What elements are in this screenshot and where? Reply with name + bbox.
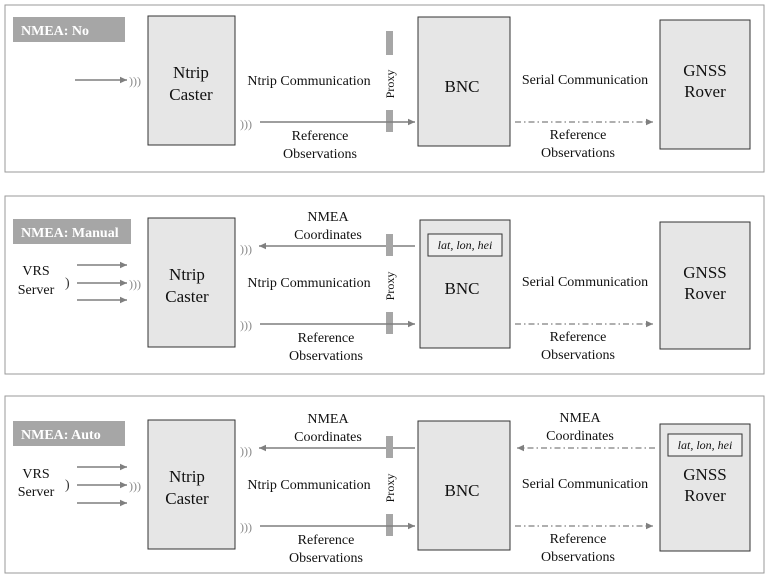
mode-tag [13, 17, 125, 42]
vrs-bracket: ) [65, 478, 70, 493]
proxy-label: Proxy [383, 70, 397, 99]
serial-communication-label: Serial Communication [522, 477, 648, 492]
reference-observations-label-1: Reference [298, 533, 355, 548]
proxy-bar [386, 436, 393, 458]
wireless-icon: ))) [240, 520, 252, 534]
caster-label-1: Ntrip [173, 63, 209, 82]
panel-nmea-no: NMEA: No ))) Ntrip Caster ))) Ntrip Comm… [4, 4, 765, 173]
caster-label-2: Caster [165, 489, 209, 508]
nmea-label-1: NMEA [307, 412, 349, 427]
bnc-coordinates-label: lat, lon, hei [438, 238, 493, 252]
proxy-bar [386, 110, 393, 132]
panel-frame [4, 4, 765, 173]
wireless-icon: ))) [129, 74, 141, 88]
rover-label-1: GNSS [683, 61, 726, 80]
reference-observations-label-1: Reference [298, 331, 355, 346]
vrs-label-1: VRS [22, 467, 49, 482]
mode-tag-label: NMEA: Auto [21, 428, 101, 443]
reference-observations-label-1: Reference [550, 330, 607, 345]
mode-tag [13, 421, 125, 446]
proxy-bar [386, 31, 393, 55]
reference-observations-label-2: Observations [541, 550, 615, 565]
bnc-label: BNC [445, 481, 480, 500]
panel-frame [4, 195, 765, 375]
reference-observations-label-1: Reference [550, 532, 607, 547]
panel-nmea-manual: NMEA: Manual VRS Server ) ))) Ntrip Cast… [4, 195, 765, 375]
nmea-label-2: Coordinates [546, 429, 614, 444]
ntrip-communication-label: Ntrip Communication [247, 74, 370, 89]
rover-label-2: Rover [684, 486, 726, 505]
vrs-label-2: Server [18, 485, 55, 500]
panel-frame [4, 395, 765, 574]
caster-box [147, 419, 236, 550]
ntrip-communication-label: Ntrip Communication [247, 276, 370, 291]
nmea-label-1: NMEA [307, 210, 349, 225]
proxy-bar [386, 234, 393, 256]
reference-observations-label-1: Reference [550, 128, 607, 143]
proxy-label: Proxy [383, 272, 397, 301]
caster-label-1: Ntrip [169, 467, 205, 486]
proxy-label: Proxy [383, 474, 397, 503]
reference-observations-label-2: Observations [541, 146, 615, 161]
rover-label-1: GNSS [683, 263, 726, 282]
rover-label-1: GNSS [683, 465, 726, 484]
proxy-bar [386, 514, 393, 536]
wireless-icon: ))) [129, 277, 141, 291]
caster-box [147, 217, 236, 348]
serial-communication-label: Serial Communication [522, 275, 648, 290]
vrs-label-2: Server [18, 283, 55, 298]
mode-tag [13, 219, 131, 244]
wireless-icon: ))) [240, 444, 252, 458]
bnc-box [417, 16, 511, 147]
rover-label-2: Rover [684, 284, 726, 303]
nmea-label-2: Coordinates [294, 228, 362, 243]
ntrip-communication-label: Ntrip Communication [247, 478, 370, 493]
wireless-icon: ))) [129, 479, 141, 493]
rover-coordinates-box [667, 433, 743, 457]
bnc-coordinates-box [427, 233, 503, 257]
wireless-icon: ))) [240, 318, 252, 332]
wireless-icon: ))) [240, 117, 252, 131]
rover-box [659, 221, 751, 350]
bnc-box [417, 420, 511, 551]
mode-tag-label: NMEA: Manual [21, 226, 119, 241]
serial-communication-label: Serial Communication [522, 73, 648, 88]
reference-observations-label-2: Observations [283, 147, 357, 162]
vrs-label-1: VRS [22, 264, 49, 279]
reference-observations-label-1: Reference [292, 129, 349, 144]
bnc-label: BNC [445, 279, 480, 298]
nmea-label-2: Coordinates [294, 430, 362, 445]
bnc-label: BNC [445, 77, 480, 96]
reference-observations-label-2: Observations [289, 551, 363, 566]
nmea-label-1: NMEA [559, 411, 601, 426]
vrs-bracket: ) [65, 276, 70, 291]
rover-coordinates-label: lat, lon, hei [678, 438, 733, 452]
reference-observations-label-2: Observations [541, 348, 615, 363]
caster-label-1: Ntrip [169, 265, 205, 284]
mode-tag-label: NMEA: No [21, 24, 89, 39]
reference-observations-label-2: Observations [289, 349, 363, 364]
proxy-bar [386, 312, 393, 334]
panel-nmea-auto: NMEA: Auto VRS Server ) ))) Ntrip Caster… [4, 395, 765, 574]
caster-box [147, 15, 236, 146]
rover-label-2: Rover [684, 82, 726, 101]
caster-label-2: Caster [165, 287, 209, 306]
caster-label-2: Caster [169, 85, 213, 104]
rover-box [659, 19, 751, 150]
wireless-icon: ))) [240, 242, 252, 256]
